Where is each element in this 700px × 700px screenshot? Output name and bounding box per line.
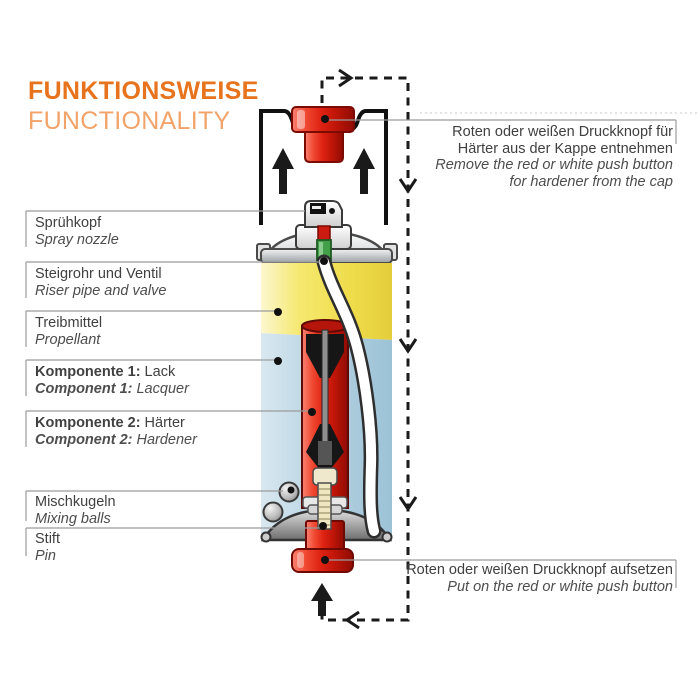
chevron-down-icon	[398, 496, 418, 512]
can-rim	[256, 243, 398, 264]
label-mixing-balls: Mischkugeln Mixing balls	[35, 494, 116, 527]
pull-out-arrows	[272, 148, 375, 194]
flow-dashed-path	[320, 68, 418, 630]
label-component-2: Komponente 2: Härter Component 2: Harden…	[35, 415, 197, 448]
riser-pipe	[316, 254, 382, 539]
top-push-button	[291, 106, 355, 163]
chevron-down-icon	[398, 178, 418, 194]
title-english: FUNCTIONALITY	[28, 107, 231, 135]
label-riser-pipe-valve: Steigrohr und Ventil Riser pipe and valv…	[35, 266, 167, 299]
chevron-left-icon	[344, 610, 360, 630]
spray-nozzle-head	[295, 200, 352, 250]
label-put-on-push-button: Roten oder weißen Druckknopf aufsetzen P…	[406, 562, 673, 595]
mixing-balls	[262, 481, 300, 523]
label-spray-nozzle: Sprühkopf Spray nozzle	[35, 215, 119, 248]
push-on-arrow	[311, 583, 333, 616]
leader-dots	[274, 115, 329, 564]
label-pin: Stift Pin	[35, 531, 60, 564]
chevron-right-icon	[338, 68, 354, 88]
pin-shaft	[317, 482, 332, 530]
page-title: FUNKTIONSWEISE FUNCTIONALITY	[28, 76, 259, 136]
hardener-cartridge	[301, 319, 349, 509]
label-propellant: Treibmittel Propellant	[35, 315, 103, 348]
label-remove-push-button: Roten oder weißen Druckknopf für Härter …	[435, 124, 673, 190]
leader-lines	[25, 119, 677, 588]
title-german: FUNKTIONSWEISE	[28, 77, 259, 105]
label-component-1: Komponente 1: Lack Component 1: Lacquer	[35, 364, 189, 397]
chevron-down-icon	[398, 338, 418, 354]
propellant-zone	[261, 263, 392, 340]
